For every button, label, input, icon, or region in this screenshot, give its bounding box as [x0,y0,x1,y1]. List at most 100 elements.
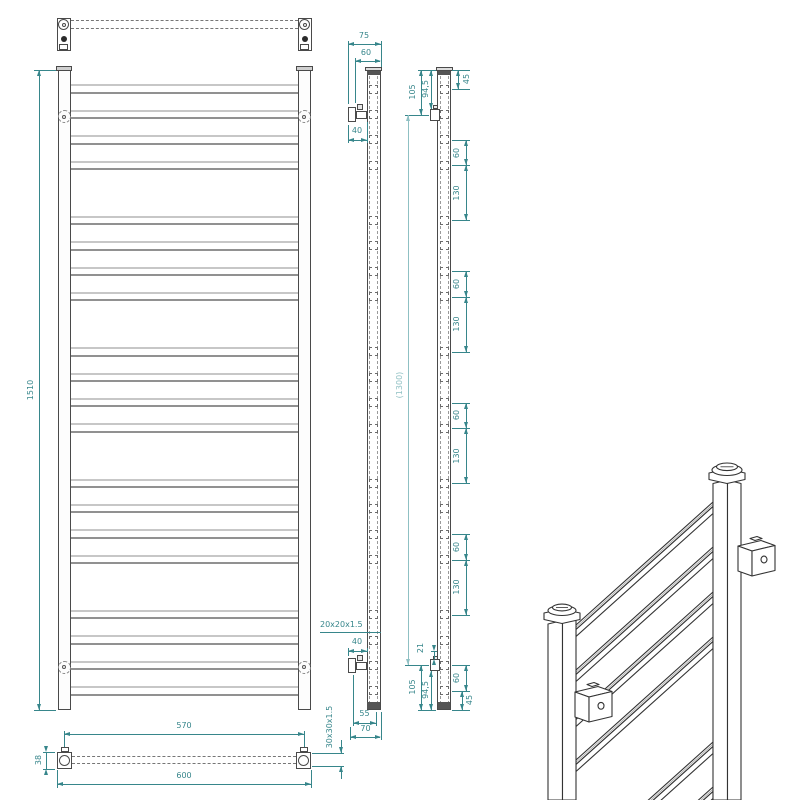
dim-label: 94,5 [420,80,430,98]
dim-arrow [305,782,311,786]
dim-line [350,727,352,741]
dim-line [347,650,367,652]
rung-stub [369,292,378,302]
dim-label: 70 [360,723,371,733]
dim-line [451,483,470,485]
mount-hole [57,660,71,674]
dim-line [312,753,344,755]
dim-arrow [460,704,464,710]
rung-stub [369,555,378,565]
dim-line [451,534,470,536]
rung [70,398,298,408]
rung-stub [369,372,378,382]
dim-line [311,770,312,788]
dim-label: 60 [360,47,372,57]
rung-stub [439,84,449,94]
dim-line [462,690,463,710]
dim-line [466,296,468,352]
rung-stub [439,423,449,433]
dim-line [42,769,55,770]
rung-stub [369,686,378,696]
rung-stub [439,660,449,670]
dim-label: 600 [176,771,192,780]
dim-line [366,121,368,143]
dim-arrow [370,720,377,725]
dim-line [430,650,437,652]
dim-arrow [347,137,354,142]
rung [70,478,298,488]
dim-label: 105 [407,84,417,100]
dim-arrow [360,648,367,653]
dim-label: 60 [452,410,461,421]
dim-line [451,139,470,141]
rung-stub [439,372,449,382]
dim-arrow [464,608,469,615]
rung-stub [439,160,449,170]
bracket-port [58,754,71,766]
dim-line [353,722,377,724]
rung-stub [369,347,378,357]
iso-bracket-screw [749,535,763,542]
dim-line [420,665,422,710]
cap-band [367,70,380,75]
dim-line [347,139,367,141]
dim-label: 60 [452,673,461,684]
dim-arrow [460,690,464,697]
dim-line [451,665,470,667]
dim-line [458,70,459,90]
rung-stub [439,686,449,696]
dim-arrow [464,559,469,566]
dim-arrow [64,731,71,736]
dim-label: 130 [452,448,461,464]
hidden-line [72,763,296,765]
dim-line [466,271,468,297]
rung [70,529,298,539]
dim-line [451,402,470,404]
mount-hole-center [62,114,67,119]
dim-arrow [464,159,469,166]
dim-arrow [464,296,469,303]
rung [70,135,298,145]
cap-lip [435,66,453,71]
dim-arrow [428,70,433,76]
iso-bracket-hole [597,701,605,710]
rung-stub [369,215,378,225]
dim-line [355,61,381,62]
dim-arrow [347,42,354,46]
dim-line [466,665,468,691]
dim-arrow [464,665,469,672]
rung-stub [439,555,449,565]
bracket-arm [355,110,367,119]
dim-arrow [37,70,41,76]
dim-line [451,428,470,430]
rung [70,84,298,94]
dim-line [451,220,470,222]
cap-center [302,22,307,27]
hidden-top-rung-edge [70,20,298,21]
dim-line [350,737,381,739]
dim-line [466,402,468,429]
rung [70,215,298,226]
dim-arrow [464,345,469,352]
rung-stub [439,266,449,276]
dim-label: 60 [452,278,461,290]
post-right [297,70,311,710]
rung [70,266,298,276]
dim-line [380,41,382,67]
dim-arrow [464,534,469,541]
dim-label: 75 [358,30,370,40]
dim-line [404,665,429,667]
hidden-top-rung-edge [70,27,298,29]
dim-line [34,710,56,711]
dim-line [366,647,368,652]
dim-line [451,296,470,298]
rung [70,503,298,514]
dim-line [404,114,429,116]
rung-stub [439,135,449,145]
dim-line [451,690,470,692]
rung-stub [439,504,449,514]
dim-label: 40 [351,126,363,135]
rung-stub [369,241,378,251]
rung-stub [439,215,449,225]
rung-stub [369,478,378,488]
